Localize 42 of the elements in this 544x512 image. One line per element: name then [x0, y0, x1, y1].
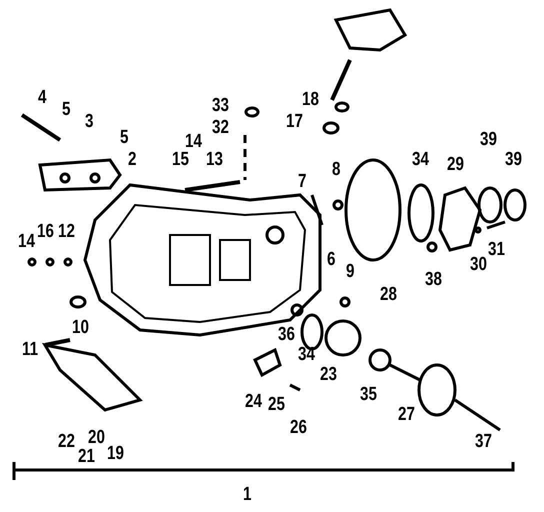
callout-number: 8 [332, 160, 340, 179]
callout-number: 27 [398, 405, 415, 424]
callout-number: 3 [85, 112, 94, 131]
callout-number: 39 [480, 130, 497, 149]
callout-number: 30 [470, 255, 487, 274]
callout-number: 33 [212, 96, 229, 115]
callout-number: 7 [298, 172, 306, 191]
callout-number: 37 [475, 432, 492, 451]
callout-number: 12 [58, 222, 75, 241]
callout-number: 18 [302, 90, 319, 109]
callout-number: 29 [447, 155, 464, 174]
callout-number: 26 [290, 418, 307, 437]
callout-number: 20 [88, 428, 105, 447]
callout-number: 15 [172, 150, 189, 169]
callout-number: 10 [72, 318, 89, 337]
callout-number: 11 [22, 340, 38, 359]
callout-number: 25 [268, 395, 285, 414]
callout-number: 22 [58, 432, 75, 451]
callout-number: 32 [212, 118, 229, 137]
callout-number: 23 [320, 365, 337, 384]
callout-number: 5 [120, 128, 128, 147]
callout-number: 21 [78, 447, 95, 466]
callout-number: 38 [425, 270, 442, 289]
callout-number: 36 [278, 325, 295, 344]
callout-number: 19 [107, 444, 124, 463]
callout-number: 39 [505, 150, 522, 169]
callout-number: 28 [380, 285, 397, 304]
callout-number: 24 [245, 392, 262, 411]
callout-number: 16 [37, 222, 54, 241]
callout-number: 13 [206, 150, 223, 169]
callout-number: 5 [62, 100, 70, 119]
callout-number: 14 [185, 132, 202, 151]
callout-number: 2 [128, 150, 136, 169]
callout-number: 31 [488, 240, 505, 259]
callout-number: 35 [360, 385, 377, 404]
callout-number: 4 [38, 88, 46, 107]
callout-number: 9 [346, 262, 354, 281]
callout-number: 1 [243, 485, 252, 504]
callout-number: 14 [18, 232, 35, 251]
callout-number: 34 [412, 150, 429, 169]
callout-number: 17 [286, 112, 303, 131]
callout-number: 6 [327, 250, 336, 269]
